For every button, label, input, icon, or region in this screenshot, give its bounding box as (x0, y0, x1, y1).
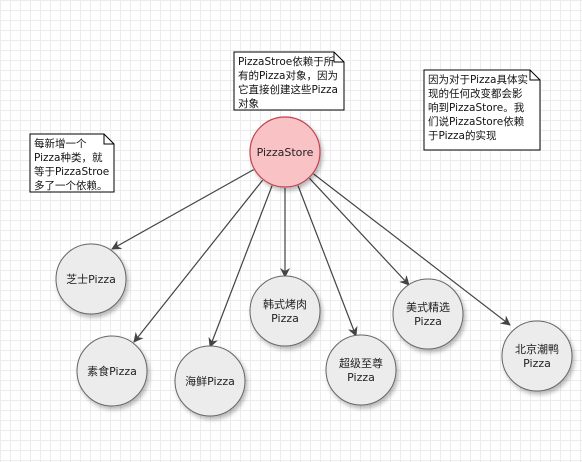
pizza-node-circle (501, 320, 573, 392)
dependency-arrow (111, 169, 254, 250)
dependency-arrow (297, 185, 358, 337)
dependency-arrows (111, 169, 511, 348)
note-text-line: 它直接创建这些Pizza (238, 83, 338, 96)
pizza-node-label: Pizza (414, 315, 442, 328)
pizza-store-node: PizzaStore (249, 116, 321, 188)
pizza-node-circle (392, 278, 464, 350)
pizza-node-label: 芝士Pizza (66, 273, 116, 286)
note-fold (103, 134, 114, 145)
pizza-node-circle (174, 345, 246, 417)
pizza-node-label: 韩式烤肉 (263, 297, 307, 311)
pizza-node-label: 素食Pizza (87, 364, 137, 378)
note-text-line: 等于PizzaStroe (34, 165, 109, 178)
pizza-node-circle (325, 334, 397, 406)
nodes-layer: 芝士Pizza素食Pizza海鲜Pizza韩式烤肉Pizza超级至尊Pizza美… (55, 116, 573, 417)
note-text-line: 有的Pizza对象，因为 (238, 69, 338, 82)
note-fold (333, 52, 344, 63)
note-fold (529, 70, 540, 81)
pizza-node-label: Pizza (347, 371, 375, 384)
dependency-arrow (309, 177, 410, 286)
pizza-node: 素食Pizza (76, 335, 148, 407)
note-text-line: 响到PizzaStore。我 (428, 101, 525, 114)
note-text-line: 于Pizza的实现 (428, 129, 497, 142)
note-text-line: 因为对于Pizza具体实 (428, 73, 528, 86)
note-text-line: 对象 (238, 97, 259, 110)
pizza-node-label: Pizza (523, 357, 551, 370)
pizza-node-circle (55, 243, 127, 315)
pizza-node: 海鲜Pizza (174, 345, 246, 417)
dependency-arrow (133, 179, 264, 343)
pizza-node-circle (249, 275, 321, 347)
note-shape (29, 133, 115, 193)
note-shape (233, 51, 345, 111)
note-text-line: 现的任何改变都会影 (428, 87, 523, 100)
note-shape (423, 69, 541, 151)
dependency-arrow (313, 173, 511, 326)
pizza-store-circle (249, 116, 321, 188)
pizza-node-label: 美式精选 (406, 301, 450, 314)
pizza-store-label: PizzaStore (257, 146, 314, 159)
pizza-node-label: Pizza (271, 312, 299, 325)
pizza-node-label: 超级至尊 (339, 356, 383, 370)
note-text-line: PizzaStroe依赖于所 (238, 55, 335, 68)
note-text-line: Pizza种类，就 (34, 151, 103, 164)
note-box: 因为对于Pizza具体实现的任何改变都会影响到PizzaStore。我们说Piz… (423, 69, 541, 151)
pizza-node-label: 海鲜Pizza (185, 374, 235, 388)
note-text-line: 每新增一个 (34, 137, 87, 150)
pizza-node: 芝士Pizza (55, 243, 127, 315)
dependency-arrow (208, 185, 273, 348)
note-text-line: 多了一个依赖。 (34, 179, 108, 192)
note-text-line: 们说PizzaStore依赖 (428, 115, 525, 128)
pizza-node-label: 北京潮鸭 (515, 342, 559, 356)
pizza-node-circle (76, 335, 148, 407)
